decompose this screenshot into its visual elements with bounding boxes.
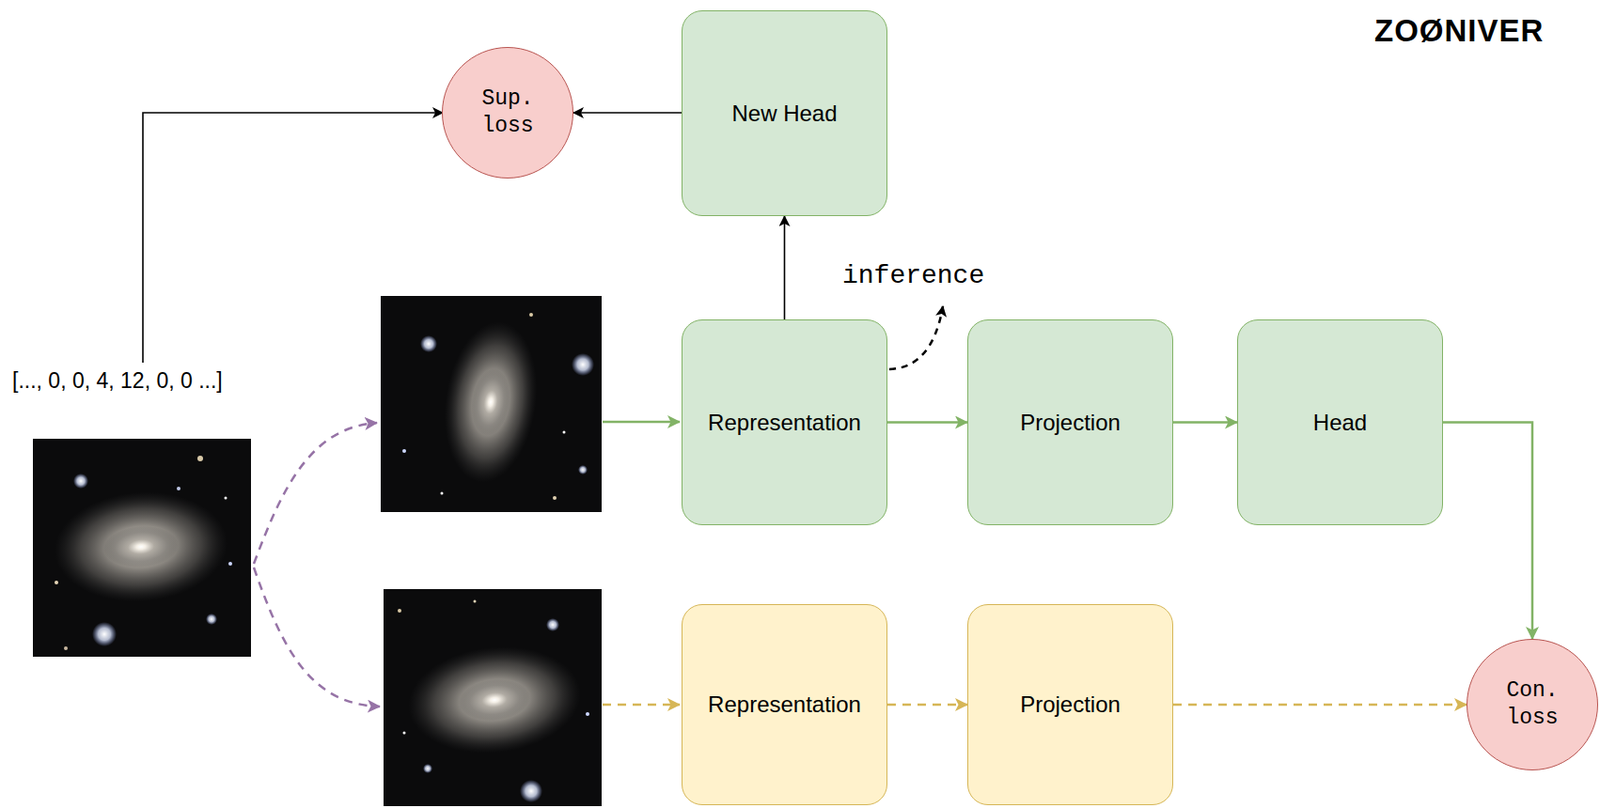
annotation-label: inference	[842, 261, 985, 291]
node-text: Projection	[1019, 690, 1121, 720]
connector-arrow	[1173, 421, 1238, 424]
augmented-galaxy-image	[383, 589, 602, 807]
connector-arrow	[784, 216, 786, 320]
connector-arrow	[887, 704, 968, 707]
process-box: Representation	[681, 319, 888, 526]
connector-arrow	[573, 111, 682, 114]
connector-arrow	[1443, 423, 1533, 641]
node-text: New Head	[731, 99, 837, 128]
label-vector: [..., 0, 0, 4, 12, 0, 0 ...]	[12, 368, 223, 394]
watermark: ZOØNIVER	[1374, 13, 1544, 49]
node-text: Sup. loss	[470, 85, 546, 141]
node-text: Representation	[707, 690, 862, 720]
loss-circle: Sup. loss	[441, 47, 574, 179]
input-arrow	[602, 704, 680, 707]
augmentation-arrow	[253, 423, 377, 565]
process-box: Head	[1237, 319, 1444, 526]
node-text: Representation	[707, 408, 862, 438]
galaxy-image	[32, 439, 251, 658]
node-text: Projection	[1019, 408, 1121, 438]
connector-arrow	[887, 421, 968, 424]
loss-circle: Con. loss	[1466, 639, 1599, 771]
process-box: Representation	[681, 604, 888, 806]
process-box: Projection	[967, 604, 1174, 806]
label-leader	[142, 112, 443, 363]
input-arrow	[602, 421, 680, 424]
inference-arrow	[889, 306, 943, 370]
connector-arrow	[1173, 704, 1467, 707]
process-box: New Head	[681, 10, 888, 217]
augmentation-arrow	[253, 567, 380, 707]
node-text: Head	[1313, 408, 1367, 438]
node-text: Con. loss	[1494, 677, 1570, 733]
process-box: Projection	[967, 319, 1174, 526]
augmented-galaxy-image	[380, 296, 602, 513]
